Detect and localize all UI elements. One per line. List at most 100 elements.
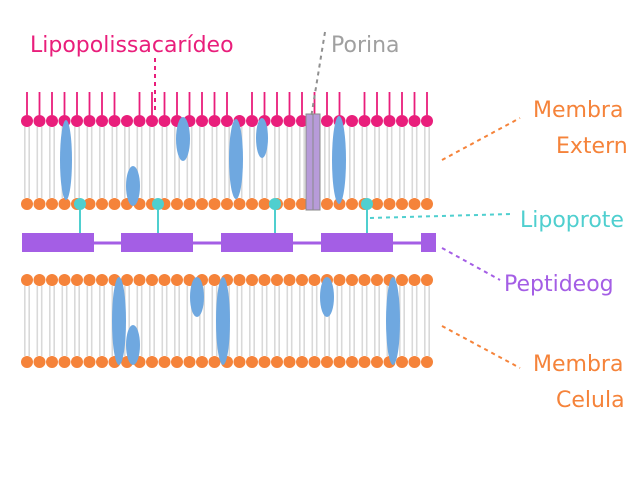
- membrane-protein: [386, 277, 400, 365]
- phospholipid-head: [271, 274, 283, 286]
- outer-membrane-tails: [23, 127, 431, 198]
- membrane-protein: [60, 120, 72, 200]
- phospholipid-head: [158, 274, 171, 286]
- peptidoglycan-block: [221, 233, 293, 252]
- phospholipid-head: [421, 356, 433, 368]
- phospholipid-head: [171, 198, 183, 210]
- phospholipid-head: [246, 274, 258, 286]
- cell-membrane-proteins: [112, 277, 400, 365]
- phospholipid-head: [146, 274, 158, 286]
- leader-lines: [154, 31, 521, 369]
- phospholipid-head: [421, 274, 433, 286]
- phospholipid-head: [308, 274, 321, 286]
- membrane-protein: [190, 277, 204, 317]
- phospholipid-head: [408, 198, 421, 210]
- lipoproteins: [74, 198, 373, 236]
- peptidoglycan-layer: [22, 233, 436, 252]
- phospholipid-head: [158, 356, 171, 368]
- peptidoglycan-leader: [441, 247, 501, 281]
- phospholipid-head: [283, 356, 296, 368]
- phospholipid-head: [421, 198, 433, 210]
- lps-head: [196, 115, 208, 127]
- peptidoglycan-label: Peptideog: [504, 272, 614, 297]
- phospholipid-head: [83, 274, 96, 286]
- lps-head: [146, 115, 158, 127]
- phospholipid-head: [208, 274, 221, 286]
- lps-head: [71, 115, 83, 127]
- phospholipid-head: [271, 356, 283, 368]
- lps-head: [83, 115, 96, 127]
- membrane-protein: [320, 277, 334, 317]
- phospholipid-head: [396, 274, 408, 286]
- phospholipid-head: [383, 198, 396, 210]
- phospholipid-head: [321, 198, 333, 210]
- lps-head: [271, 115, 283, 127]
- outer-membrane-top-heads: [21, 115, 433, 127]
- outer-membrane: [21, 92, 433, 211]
- phospholipid-head: [58, 274, 71, 286]
- lps-head: [358, 115, 371, 127]
- phospholipid-head: [96, 198, 108, 210]
- phospholipid-head: [371, 198, 383, 210]
- phospholipid-head: [258, 356, 271, 368]
- phospholipid-head: [346, 274, 358, 286]
- phospholipid-head: [33, 198, 46, 210]
- phospholipid-head: [296, 274, 308, 286]
- phospholipid-head: [71, 356, 83, 368]
- phospholipid-head: [108, 198, 121, 210]
- lps-head: [246, 115, 258, 127]
- phospholipid-head: [358, 274, 371, 286]
- phospholipid-head: [33, 356, 46, 368]
- phospholipid-head: [371, 356, 383, 368]
- phospholipid-head: [321, 356, 333, 368]
- phospholipid-head: [183, 198, 196, 210]
- lps-head: [371, 115, 383, 127]
- phospholipid-head: [46, 356, 58, 368]
- phospholipid-head: [258, 198, 271, 210]
- lipoprotein-anchor: [152, 198, 164, 210]
- phospholipid-head: [208, 356, 221, 368]
- peptidoglycan-block: [121, 233, 193, 252]
- phospholipid-head: [408, 274, 421, 286]
- phospholipid-head: [21, 198, 33, 210]
- lps-label: Lipopolissacarídeo: [30, 33, 234, 58]
- phospholipid-head: [258, 274, 271, 286]
- phospholipid-head: [333, 274, 346, 286]
- cell-membrane-label-line2: Celula: [556, 388, 625, 413]
- lps-chains: [26, 92, 428, 115]
- phospholipid-head: [246, 198, 258, 210]
- phospholipid-head: [296, 198, 308, 210]
- phospholipid-head: [146, 356, 158, 368]
- phospholipid-head: [46, 274, 58, 286]
- membrane-protein: [216, 277, 230, 365]
- membrane-protein: [332, 116, 346, 204]
- outer-membrane-label-line1: Membra: [533, 98, 623, 123]
- lps-head: [121, 115, 133, 127]
- lps-head: [221, 115, 233, 127]
- phospholipid-head: [246, 356, 258, 368]
- phospholipid-head: [358, 356, 371, 368]
- phospholipid-head: [183, 356, 196, 368]
- phospholipid-head: [296, 356, 308, 368]
- cell-membrane-label-line1: Membra: [533, 352, 623, 377]
- phospholipid-head: [96, 356, 108, 368]
- phospholipid-head: [233, 356, 246, 368]
- porin-channel: [305, 113, 321, 211]
- membrane-protein: [176, 117, 190, 161]
- phospholipid-head: [21, 274, 33, 286]
- phospholipid-head: [71, 274, 83, 286]
- lps-head: [108, 115, 121, 127]
- phospholipid-head: [233, 274, 246, 286]
- lps-head: [296, 115, 308, 127]
- phospholipid-head: [46, 198, 58, 210]
- lps-head: [21, 115, 33, 127]
- phospholipid-head: [21, 356, 33, 368]
- phospholipid-head: [133, 274, 146, 286]
- phospholipid-head: [308, 356, 321, 368]
- lps-head: [421, 115, 433, 127]
- cell-membrane-top-heads: [21, 274, 433, 286]
- phospholipid-head: [83, 356, 96, 368]
- phospholipid-head: [208, 198, 221, 210]
- phospholipid-head: [221, 198, 233, 210]
